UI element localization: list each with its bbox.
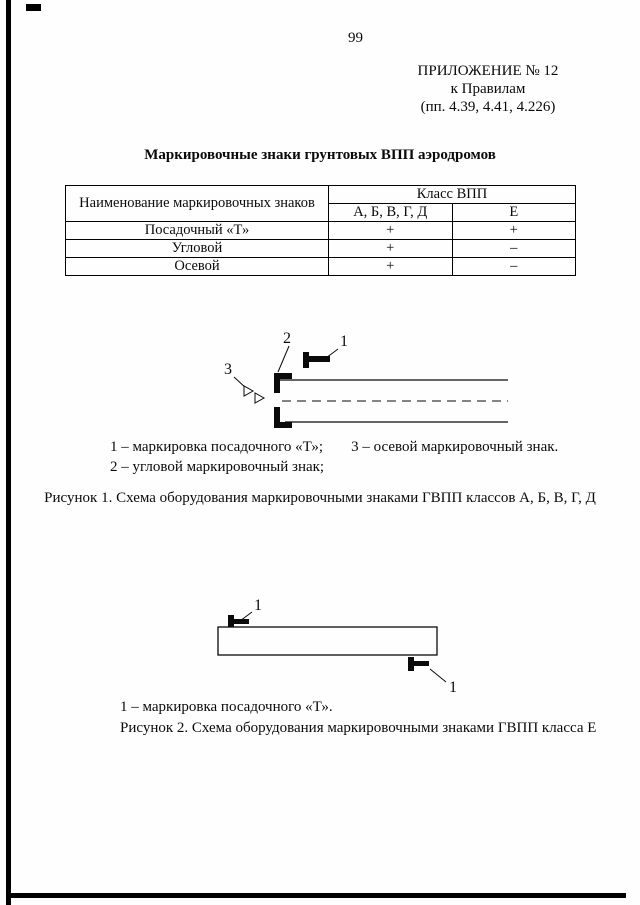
scan-mark-top-left <box>26 4 41 11</box>
col-header-class-group: Класс ВПП <box>328 185 576 204</box>
runway-outline <box>217 626 438 656</box>
figure2-legend: 1 – маркировка посадочного «Т». <box>120 699 333 715</box>
page-number: 99 <box>348 30 363 46</box>
figure1-label-2: 2 <box>283 330 291 347</box>
corner-marker-top <box>274 373 292 393</box>
corner-marker-bottom <box>274 407 292 428</box>
table-header-row-1: Наименование маркировочных знаков Класс … <box>65 185 576 222</box>
landing-t-marker-bottom <box>408 657 429 671</box>
cell-name: Угловой <box>65 239 329 258</box>
figure1-label-1: 1 <box>340 333 348 350</box>
table-row: Угловой + – <box>65 239 576 258</box>
cell-abvgd: + <box>328 257 453 276</box>
figure1-label-3: 3 <box>224 361 232 378</box>
axial-markers <box>243 385 266 404</box>
col-header-abvgd: А, Б, В, Г, Д <box>328 203 453 222</box>
figure1-legend-line-1: 1 – маркировка посадочного «Т»; 3 – осево… <box>110 438 558 457</box>
scan-edge-left <box>6 0 11 905</box>
appendix-header: ПРИЛОЖЕНИЕ № 12 к Правилам (пп. 4.39, 4.… <box>370 62 606 116</box>
figure1-caption: Рисунок 1. Схема оборудования маркировоч… <box>44 490 596 506</box>
cell-e: + <box>451 221 576 240</box>
col-header-name: Наименование маркировочных знаков <box>65 185 329 222</box>
figure2-caption: Рисунок 2. Схема оборудования маркировоч… <box>120 720 597 736</box>
table-row: Осевой + – <box>65 257 576 276</box>
figure1-legend-item-3: 3 – осевой маркировочный знак. <box>351 439 559 455</box>
cell-name: Осевой <box>65 257 329 276</box>
figure1-legend-line-2: 2 – угловой маркировочный знак; <box>110 458 324 477</box>
scan-edge-bottom <box>8 893 626 898</box>
appendix-title: ПРИЛОЖЕНИЕ № 12 <box>417 63 559 79</box>
cell-abvgd: + <box>328 221 453 240</box>
landing-t-marker-top <box>228 615 249 629</box>
figure-1-diagram: 2 1 3 <box>224 330 508 428</box>
figure1-legend-item-2: 2 – угловой маркировочный знак; <box>110 459 325 475</box>
table-row: Посадочный «Т» + + <box>65 221 576 240</box>
cell-e: – <box>451 257 576 276</box>
cell-e: – <box>451 239 576 258</box>
figure1-legend-item-1: 1 – маркировка посадочного «Т»; <box>110 439 324 455</box>
landing-t-marker <box>303 352 330 368</box>
leader-line-bottom <box>429 668 447 683</box>
appendix-clauses: (пп. 4.39, 4.41, 4.226) <box>420 99 556 115</box>
leader-line-label2 <box>277 345 290 373</box>
figure2-label-bottom: 1 <box>449 679 457 696</box>
figure2-label-top: 1 <box>254 597 262 614</box>
figure-2-diagram: 1 1 <box>217 597 457 696</box>
cell-name: Посадочный «Т» <box>65 221 329 240</box>
col-header-e: Е <box>451 203 576 222</box>
appendix-to-rules: к Правилам <box>450 81 526 97</box>
cell-abvgd: + <box>328 239 453 258</box>
marking-table: Наименование маркировочных знаков Класс … <box>65 185 576 276</box>
page-title: Маркировочные знаки грунтовых ВПП аэродр… <box>144 147 496 163</box>
